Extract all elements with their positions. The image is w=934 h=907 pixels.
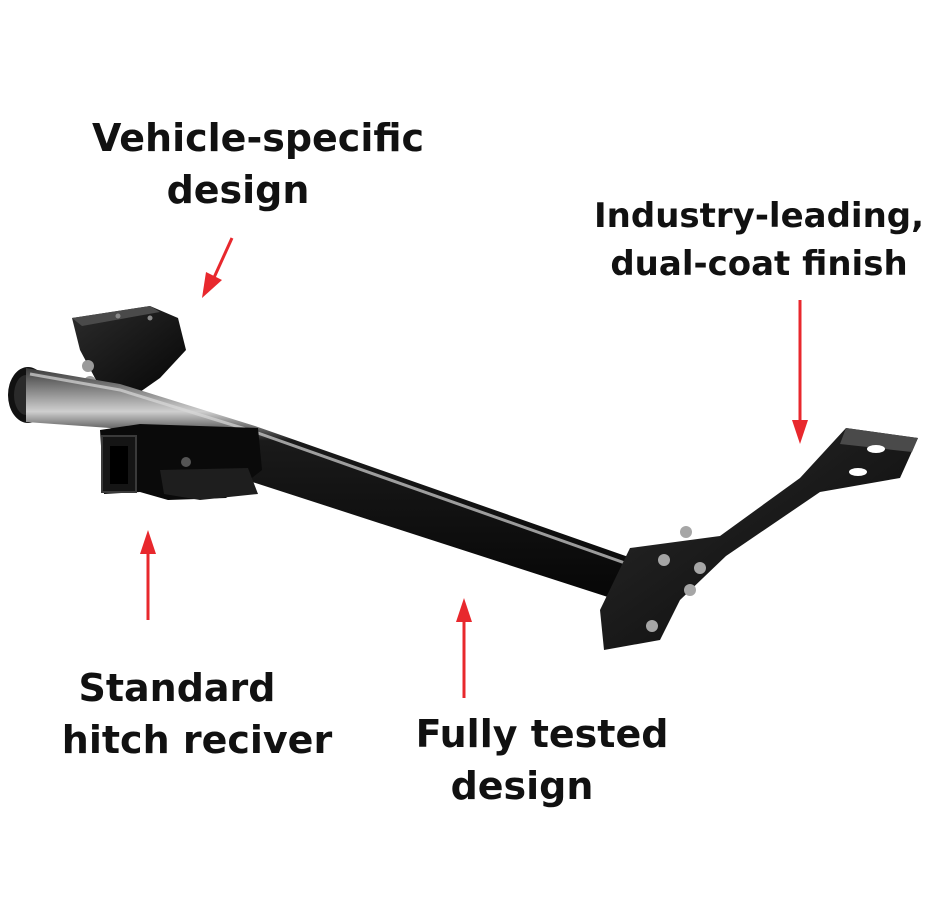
bolt-icon	[680, 526, 692, 538]
left-mounting-bracket	[72, 306, 186, 392]
callout-vehicle-specific: Vehicle-specific design	[88, 112, 428, 216]
bolt-icon	[694, 562, 706, 574]
right-mounting-bracket	[600, 428, 918, 650]
bolt-icon	[658, 554, 670, 566]
arrow-finish	[792, 300, 808, 444]
callout-line: Fully tested	[415, 712, 669, 756]
callout-line: Industry-leading,	[594, 196, 925, 236]
arrow-vehicle-specific	[202, 237, 234, 298]
callout-line: Standard	[78, 666, 276, 710]
callout-line: Vehicle-specific	[91, 116, 425, 160]
bolt-icon	[684, 584, 696, 596]
callout-line: hitch reciver	[61, 718, 333, 762]
callout-tested: Fully tested design	[402, 708, 682, 812]
callout-receiver: Standard hitch reciver	[52, 662, 342, 766]
arrow-tested	[456, 598, 472, 698]
arrow-receiver	[140, 530, 156, 620]
callout-line: dual-coat finish	[610, 244, 908, 284]
callout-finish: Industry-leading, dual-coat finish	[594, 192, 924, 288]
callout-line: design	[166, 168, 310, 212]
bolt-icon	[646, 620, 658, 632]
bolt-icon	[82, 360, 94, 372]
hitch-receiver	[100, 424, 262, 500]
callout-line: design	[450, 764, 594, 808]
